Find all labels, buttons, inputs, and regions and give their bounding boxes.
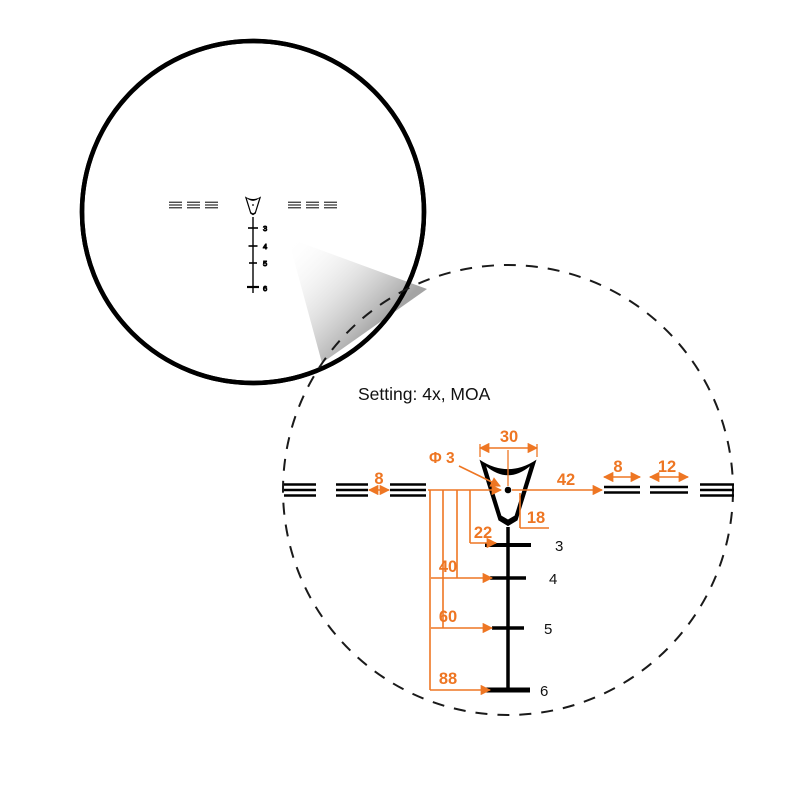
overview-left-stadia — [169, 201, 218, 209]
overview-ladder-label-4: 4 — [263, 242, 267, 251]
detail-right-stadia — [604, 483, 734, 497]
dim-42-label: 42 — [557, 471, 575, 489]
dim-12-dash-label: 12 — [658, 458, 676, 476]
scope-field-circle-border — [79, 38, 427, 386]
detail-ladder-label-3: 3 — [555, 538, 563, 555]
dim-30-label: 30 — [500, 428, 518, 446]
overview-ladder-label-5: 5 — [263, 259, 267, 268]
dimension-lines — [367, 442, 690, 696]
dim-8-gap-label: 8 — [374, 470, 383, 488]
overview-right-stadia — [288, 201, 337, 209]
overview-ladder-label-6: 6 — [263, 284, 267, 293]
overview-ladder-label-3: 3 — [263, 224, 267, 233]
dim-phi-label: Φ 3 — [429, 450, 455, 467]
detail-reticle-black — [284, 459, 734, 693]
overview-reticle: 3 4 5 6 — [169, 196, 337, 294]
detail-ladder-label-5: 5 — [544, 621, 552, 638]
overview-center-dot — [252, 204, 254, 206]
detail-center-dot — [504, 486, 512, 494]
dim-22-label: 22 — [474, 524, 492, 542]
magnifier-cone — [288, 238, 427, 363]
dim-60-label: 60 — [439, 608, 457, 626]
dim-88-label: 88 — [439, 670, 457, 688]
setting-label: Setting: 4x, MOA — [358, 384, 491, 404]
dim-18-label: 18 — [527, 509, 545, 527]
dim-phi-leader — [458, 465, 501, 487]
dim-8-dash-label: 8 — [613, 458, 622, 476]
detail-ladder-label-4: 4 — [549, 571, 557, 588]
detail-left-stadia — [284, 483, 426, 497]
dim-40-label: 40 — [439, 558, 457, 576]
detail-ladder-label-6: 6 — [540, 683, 548, 700]
